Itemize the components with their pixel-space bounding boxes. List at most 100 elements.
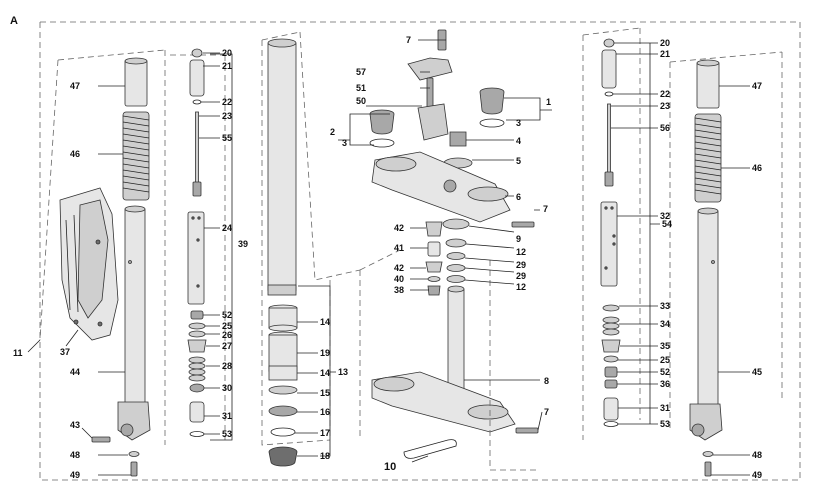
spacer-tube xyxy=(124,59,148,107)
valve-31-left xyxy=(189,401,205,423)
svg-text:7: 7 xyxy=(406,35,411,45)
right-cartridge xyxy=(582,27,641,440)
svg-text:8: 8 xyxy=(544,376,549,386)
label-48-left: 48 xyxy=(70,450,80,460)
svg-text:48: 48 xyxy=(752,450,762,460)
svg-text:14: 14 xyxy=(320,368,330,378)
cartridge-24 xyxy=(187,211,205,305)
svg-text:25: 25 xyxy=(222,321,232,331)
svg-text:55: 55 xyxy=(222,133,232,143)
label-47-left: 47 xyxy=(70,81,80,91)
svg-text:15: 15 xyxy=(320,388,330,398)
svg-text:38: 38 xyxy=(394,285,404,295)
svg-text:22: 22 xyxy=(660,89,670,99)
svg-text:20: 20 xyxy=(660,38,670,48)
svg-text:7: 7 xyxy=(544,407,549,417)
clamp-57 xyxy=(407,57,453,81)
left-cartridge xyxy=(170,48,226,440)
svg-text:53: 53 xyxy=(222,429,232,439)
svg-text:40: 40 xyxy=(394,274,404,284)
svg-text:36: 36 xyxy=(660,379,670,389)
svg-text:46: 46 xyxy=(752,163,762,173)
svg-text:24: 24 xyxy=(222,223,232,233)
svg-text:17: 17 xyxy=(320,428,330,438)
svg-text:25: 25 xyxy=(660,355,670,365)
svg-text:6: 6 xyxy=(516,192,521,202)
fork-tube-left xyxy=(124,207,146,409)
wire-clip-10 xyxy=(403,439,457,459)
bushing-14-bot xyxy=(268,365,298,381)
cap-20-left xyxy=(191,48,203,58)
svg-text:9: 9 xyxy=(516,234,521,244)
bolt-43 xyxy=(91,436,111,443)
svg-text:12: 12 xyxy=(516,282,526,292)
svg-text:20: 20 xyxy=(222,48,232,58)
svg-text:33: 33 xyxy=(660,301,670,311)
right-fork-leg xyxy=(669,51,783,477)
bush-21-left xyxy=(189,59,205,97)
svg-text:30: 30 xyxy=(222,383,232,393)
svg-text:27: 27 xyxy=(222,341,232,351)
svg-text:28: 28 xyxy=(222,361,232,371)
svg-text:45: 45 xyxy=(752,367,762,377)
svg-text:34: 34 xyxy=(660,319,670,329)
svg-text:2: 2 xyxy=(330,127,335,137)
part-labels: 47 46 44 43 48 49 11 37 20 21 22 23 55 2… xyxy=(13,35,762,480)
svg-text:23: 23 xyxy=(660,101,670,111)
svg-text:16: 16 xyxy=(320,407,330,417)
svg-text:52: 52 xyxy=(660,367,670,377)
svg-text:52: 52 xyxy=(222,310,232,320)
label-11: 11 xyxy=(13,348,23,358)
svg-text:26: 26 xyxy=(222,330,232,340)
svg-text:18: 18 xyxy=(320,451,330,461)
svg-text:32: 32 xyxy=(660,211,670,221)
figure-letter: A xyxy=(10,15,18,27)
svg-text:21: 21 xyxy=(660,49,670,59)
svg-text:51: 51 xyxy=(356,83,366,93)
cartridge-32 xyxy=(600,201,618,287)
fork-cap-left xyxy=(369,109,395,135)
svg-text:21: 21 xyxy=(222,61,232,71)
svg-text:19: 19 xyxy=(320,348,330,358)
svg-text:31: 31 xyxy=(222,411,232,421)
svg-text:50: 50 xyxy=(356,96,366,106)
leader-lines xyxy=(27,39,750,476)
svg-text:14: 14 xyxy=(320,317,330,327)
svg-text:3: 3 xyxy=(516,118,521,128)
riser-50 xyxy=(417,103,449,141)
label-37: 37 xyxy=(60,347,70,357)
svg-text:56: 56 xyxy=(660,123,670,133)
svg-text:3: 3 xyxy=(342,138,347,148)
svg-text:4: 4 xyxy=(516,136,521,146)
inner-tube xyxy=(267,41,297,293)
svg-text:42: 42 xyxy=(394,223,404,233)
svg-text:12: 12 xyxy=(516,247,526,257)
svg-text:39: 39 xyxy=(238,239,248,249)
svg-text:42: 42 xyxy=(394,263,404,273)
washer-48-left xyxy=(128,451,140,457)
label-43: 43 xyxy=(70,420,80,430)
label-49-left: 49 xyxy=(70,470,80,480)
left-fork-leg xyxy=(39,49,166,477)
wiper-18 xyxy=(268,446,298,467)
svg-text:54: 54 xyxy=(662,219,672,229)
inner-tube-group xyxy=(261,31,361,467)
fork-cap-right xyxy=(479,87,505,115)
svg-text:22: 22 xyxy=(222,97,232,107)
triple-clamp-group xyxy=(359,29,540,471)
svg-text:13: 13 xyxy=(338,367,348,377)
rod-55 xyxy=(195,111,199,185)
svg-text:57: 57 xyxy=(356,67,366,77)
svg-text:1: 1 xyxy=(546,97,551,107)
svg-text:29: 29 xyxy=(516,260,526,270)
svg-text:47: 47 xyxy=(752,81,762,91)
seal-16 xyxy=(268,405,298,417)
svg-text:29: 29 xyxy=(516,271,526,281)
svg-text:53: 53 xyxy=(660,419,670,429)
svg-text:49: 49 xyxy=(752,470,762,480)
clip-17 xyxy=(270,427,296,437)
svg-text:10: 10 xyxy=(384,461,396,473)
bolt-49-left xyxy=(130,461,138,477)
